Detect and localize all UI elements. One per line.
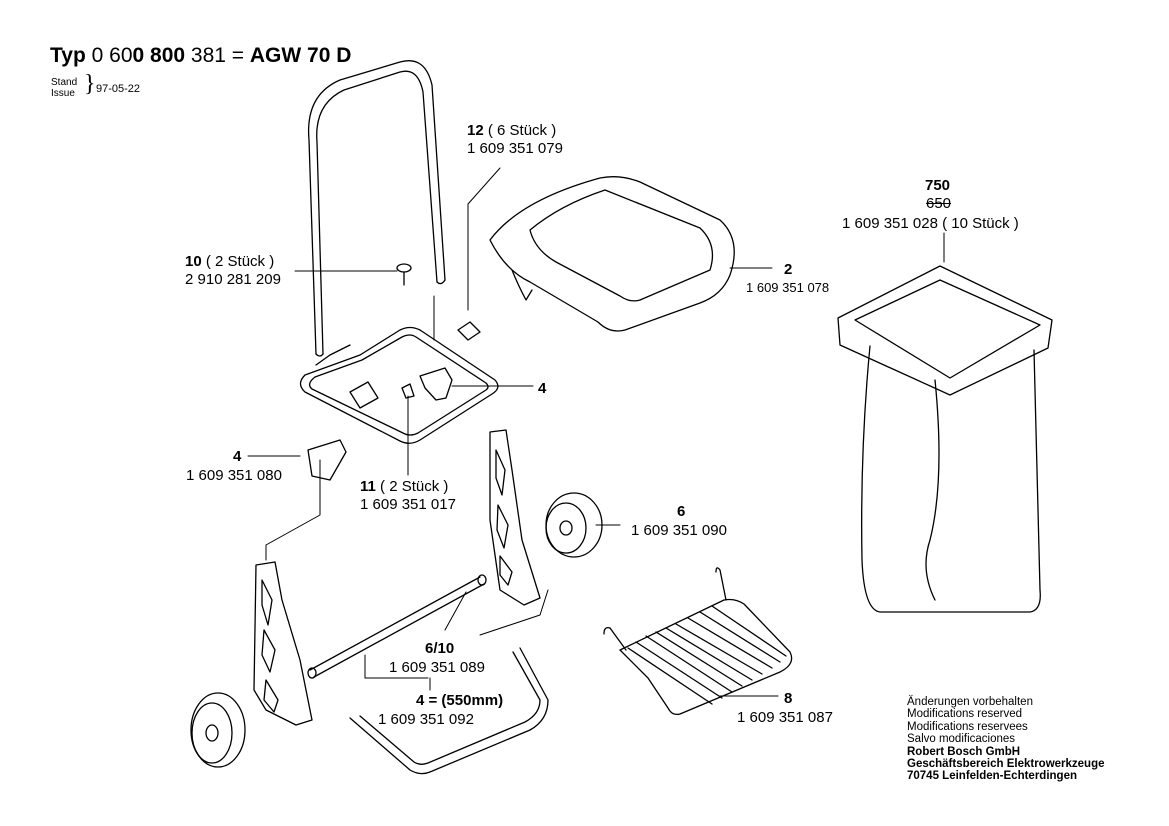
title-num-c: 381 = [185,44,250,67]
right-wheel [545,492,603,558]
note-line: Salvo modificaciones [907,733,1016,746]
page-title: Typ 0 600 800 381 = AGW 70 D [50,44,351,68]
part-12-label: 12 ( 6 Stück ) [467,122,556,140]
part-2-number: 2 [784,261,793,278]
part-6-10-code: 1 609 351 089 [389,659,485,676]
part-6-number: 6 [677,503,686,520]
part-10-label: 10 ( 2 Stück ) [185,253,274,271]
part-650-struck-number: 650 [926,195,952,212]
title-num-a: 0 60 [91,44,133,67]
part-11-label: 11 ( 2 Stück ) [360,478,448,496]
base-frame [299,326,499,444]
part-4-550-code: 1 609 351 092 [378,711,474,728]
title-num-b: 0 800 [132,44,186,67]
part-8-code: 1 609 351 087 [737,709,833,726]
stand-issue-label: Stand Issue [51,77,77,99]
wire-basket [603,567,793,716]
issue-date: 97-05-22 [96,83,141,95]
u-bar [349,647,549,775]
right-support [489,429,541,606]
issue-label: Issue [51,88,75,99]
brace-icon: } [84,71,96,97]
part-10-number: 10 [185,253,202,270]
part-10-qty: ( 2 Stück ) [201,253,275,270]
part-10-code: 2 910 281 209 [185,271,281,288]
part-11-code: 1 609 351 017 [360,496,456,513]
company-name: Robert Bosch GmbH [907,745,1021,758]
part-2-code: 1 609 351 078 [746,280,830,295]
part-12-qty: ( 6 Stück ) [483,122,557,139]
part-750-code: 1 609 351 028 ( 10 Stück ) [842,215,1019,232]
part-4-left-number: 4 [233,448,242,465]
company-division: Geschäftsbereich Elektrowerkzeuge [907,758,1105,771]
part-12-code: 1 609 351 079 [467,140,563,157]
stand-label: Stand [51,77,78,88]
left-wheel [190,692,246,768]
note-line: Modifications reservees [907,720,1028,733]
part-11-qty: ( 2 Stück ) [375,478,449,495]
lid-cover [489,176,735,332]
left-support [253,561,313,726]
company-address: 70745 Leinfelden-Echterdingen [907,770,1077,783]
title-model: AGW 70 D [249,44,352,67]
part-6-code: 1 609 351 090 [631,522,727,539]
part-4-left-code: 1 609 351 080 [186,467,282,484]
note-line: Änderungen vorbehalten [907,696,1033,708]
part-12-number: 12 [467,122,484,139]
part-4-right-number: 4 [538,380,547,397]
part-11-number: 11 [360,478,376,495]
note-line: Modifications reserved [907,708,1023,721]
handle-tube [307,60,446,357]
collection-bag [837,265,1053,613]
part-6-10-number: 6/10 [425,640,455,657]
part-8-number: 8 [784,690,793,707]
sleeve-parts [307,263,481,481]
part-750-number: 750 [925,177,951,194]
axle [307,574,487,679]
title-typ: Typ [50,44,86,67]
leader-lines [247,167,945,697]
part-4-550-number: 4 = (550mm) [416,692,504,709]
footer-notes: Änderungen vorbehalten Modifications res… [907,696,1105,783]
